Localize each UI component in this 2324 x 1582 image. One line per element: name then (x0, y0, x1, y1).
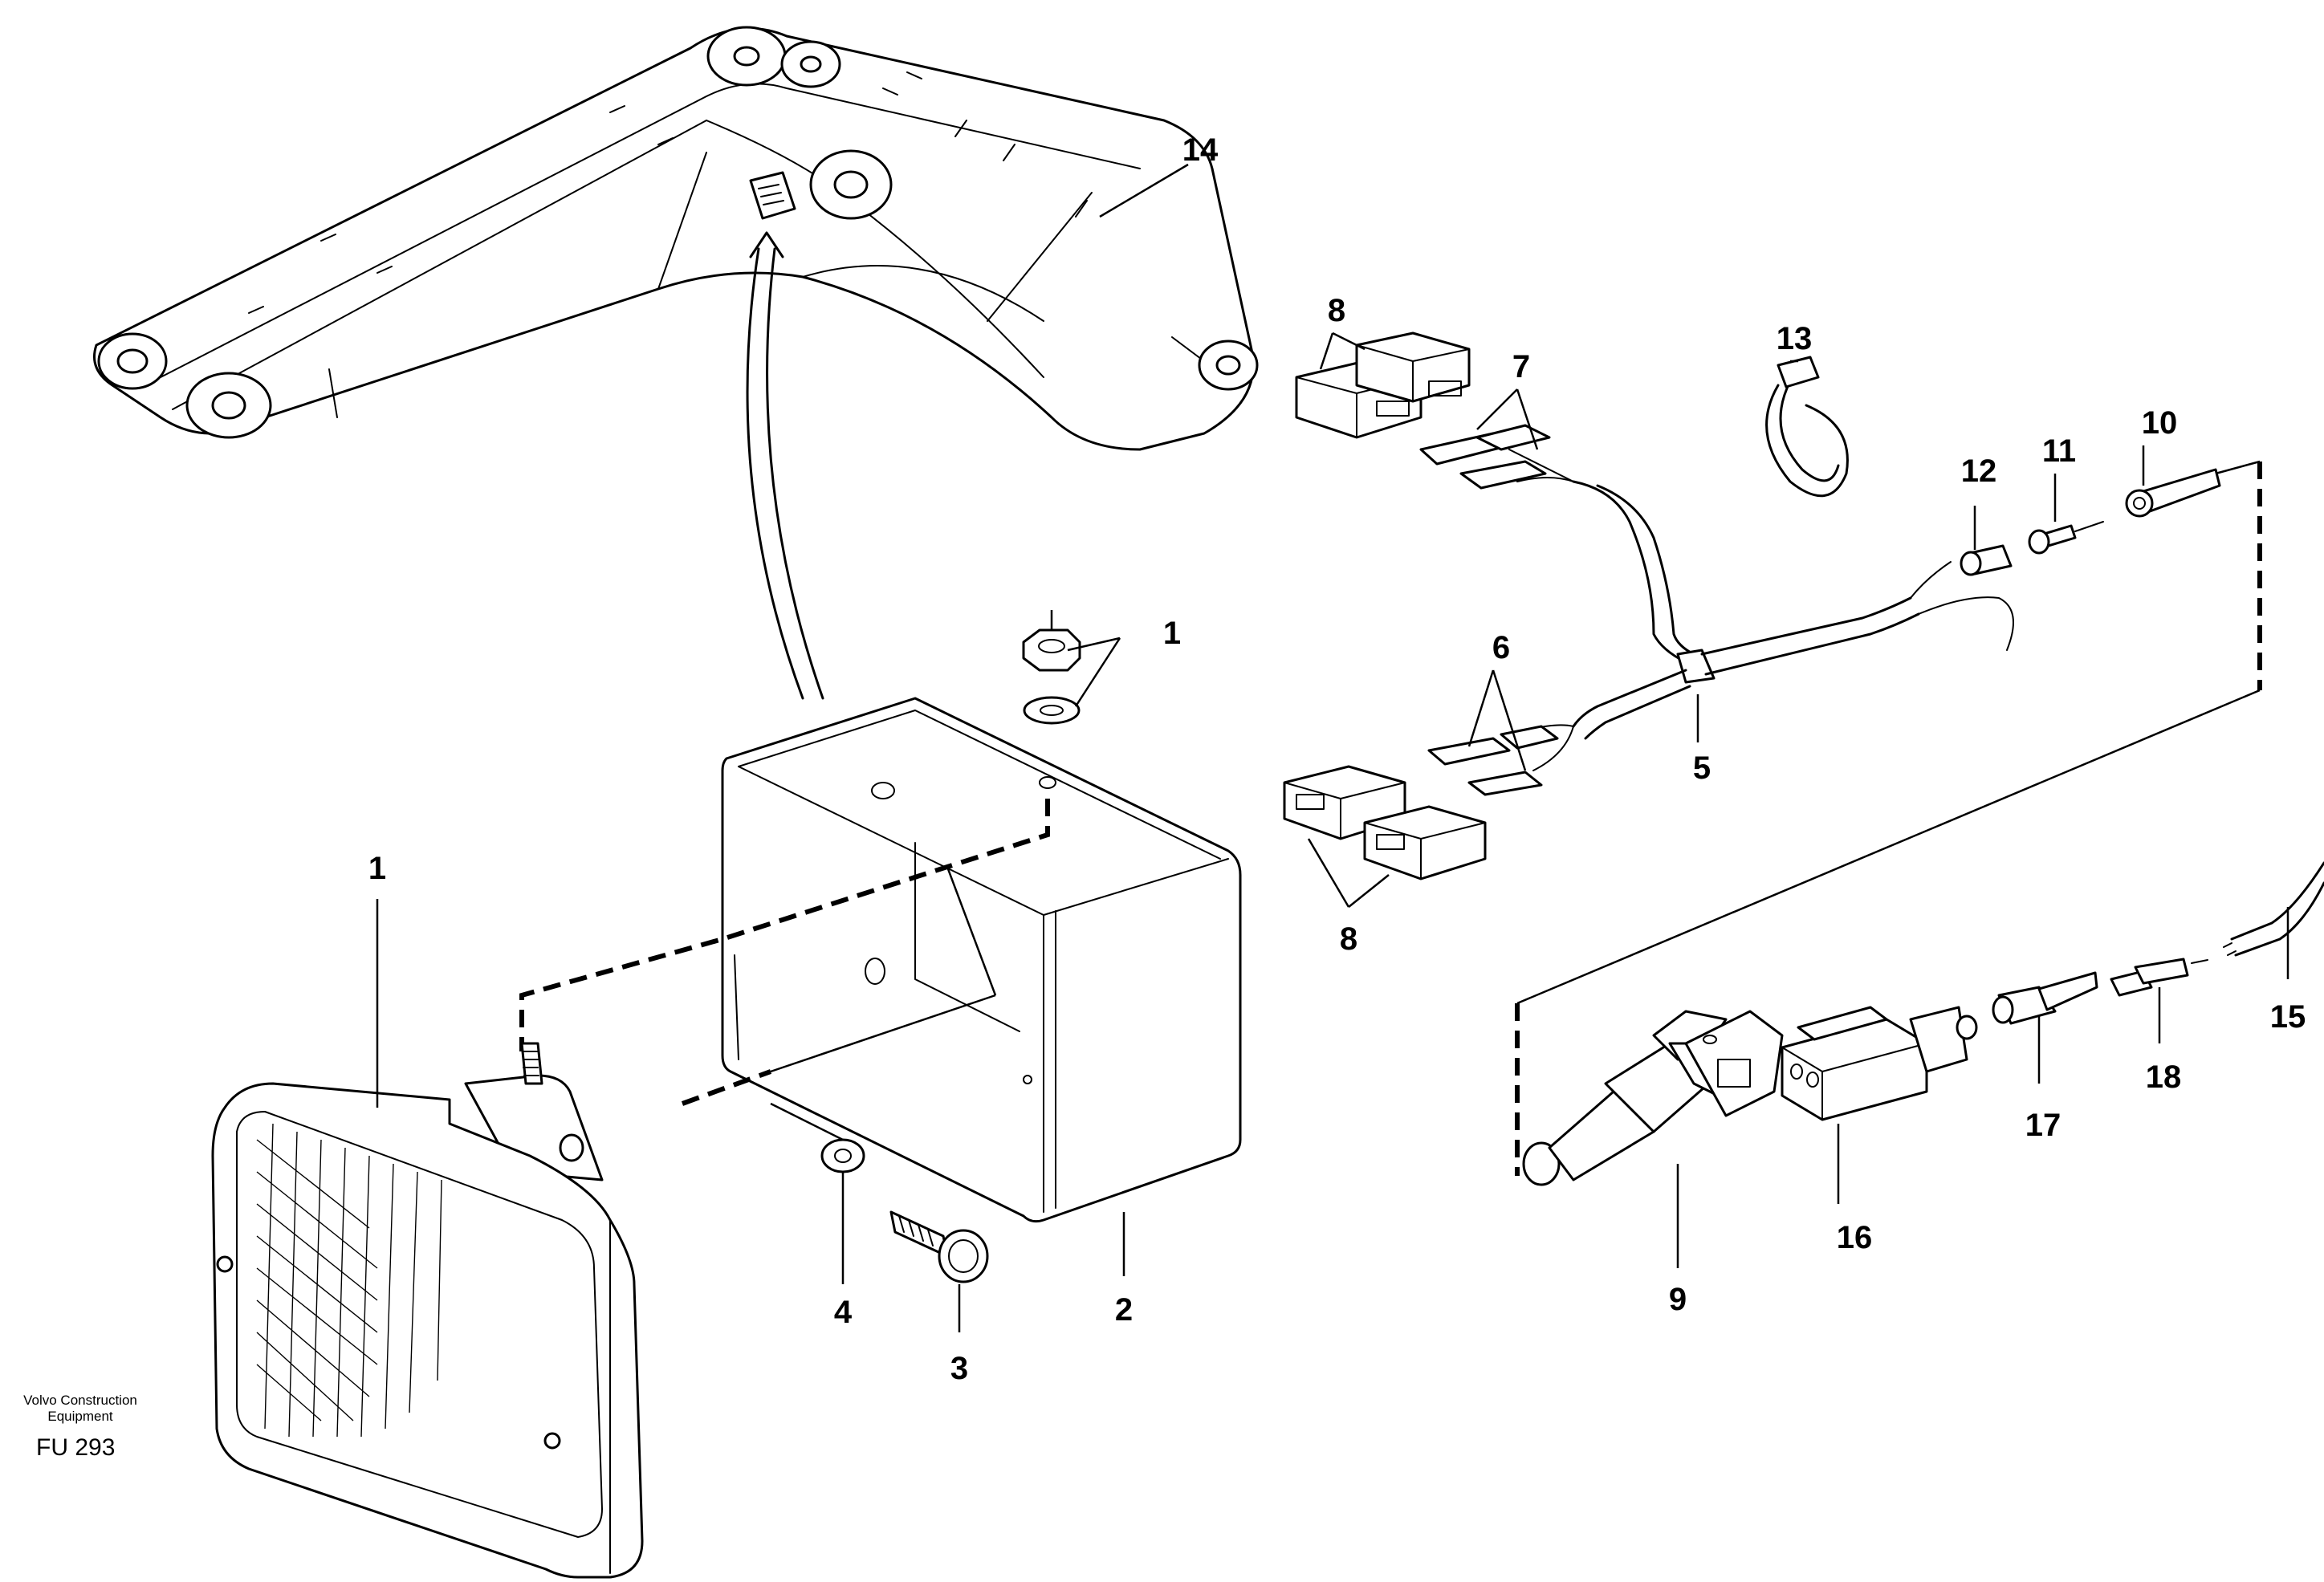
callout-4: 4 (834, 1295, 853, 1330)
callout-5: 5 (1693, 750, 1711, 786)
location-arrow (746, 231, 824, 700)
callout-16: 16 (1837, 1220, 1873, 1255)
connector-housings-bottom (1283, 765, 1487, 880)
callout-9: 9 (1669, 1282, 1687, 1317)
callout-3: 3 (950, 1351, 968, 1386)
connector-housings-top (1295, 331, 1471, 439)
callout-1-light: 1 (368, 851, 386, 886)
sleeve-pin-cable (1992, 861, 2324, 1025)
callout-2: 2 (1115, 1292, 1133, 1328)
leader-lines (376, 163, 2289, 1332)
callout-15: 15 (2270, 999, 2306, 1035)
nut-and-washer (1022, 610, 1081, 725)
assembly-dashes (519, 460, 2262, 1176)
callout-11: 11 (2042, 433, 2076, 469)
figure-code: FU 293 (36, 1434, 115, 1461)
figure-credit: Volvo Construction Equipment FU 293 (23, 1393, 137, 1461)
pin-parts (1960, 468, 2221, 576)
callout-1-nut: 1 (1163, 616, 1181, 651)
callouts: 1 1 2 3 4 5 6 7 8 8 9 10 11 12 13 14 15 … (368, 132, 2306, 1386)
callout-8-bottom: 8 (1340, 921, 1357, 957)
callout-10: 10 (2142, 405, 2178, 441)
boom-arm (93, 26, 1259, 451)
lens-grid (256, 1123, 442, 1438)
cable-harness (1508, 449, 2014, 771)
callout-7: 7 (1512, 349, 1530, 384)
socket-connector (1781, 1006, 1978, 1121)
callout-18: 18 (2146, 1059, 2182, 1095)
work-light (211, 1042, 644, 1579)
callout-13: 13 (1777, 321, 1813, 356)
cable-tie (1765, 356, 1849, 498)
callout-8-top: 8 (1328, 293, 1345, 328)
plug-connector (1522, 1010, 1784, 1186)
credit-line-1: Volvo Construction (23, 1393, 137, 1408)
terminals (1419, 424, 1559, 796)
washer-and-bolt (820, 1138, 989, 1283)
callout-12: 12 (1961, 453, 1997, 489)
callout-17: 17 (2025, 1108, 2061, 1143)
callout-6: 6 (1492, 630, 1510, 665)
credit-line-2: Equipment (47, 1409, 113, 1424)
callout-14: 14 (1182, 132, 1219, 168)
